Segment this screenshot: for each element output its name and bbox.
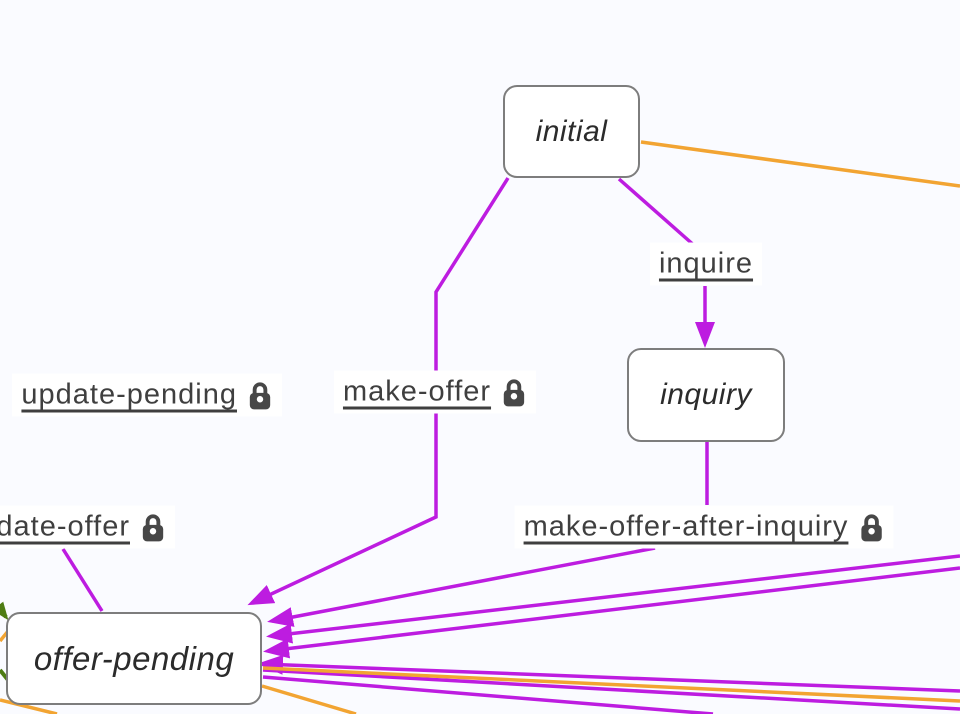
state-name: offer-pending: [33, 639, 235, 677]
lock-icon: [501, 377, 527, 407]
edge-orange-bottom: [261, 684, 357, 714]
lock-icon: [858, 512, 884, 542]
edge-make-offer-after-inquiry-path: [267, 546, 656, 627]
state-name: inquiry: [660, 378, 752, 411]
lock-icon: [140, 512, 166, 542]
transition-label-make-offer[interactable]: make-offer: [333, 370, 537, 414]
transition-name: inquire: [658, 247, 754, 280]
state-node-initial[interactable]: initial: [503, 85, 640, 178]
edge-incoming-right-1: [266, 554, 960, 644]
lock-icon: [247, 380, 273, 410]
edge-incoming-right-3: [257, 654, 960, 693]
edge-outgoing-right-1: [262, 668, 960, 711]
edge-incoming-right-2: [263, 566, 960, 659]
edge-inquire-path-upper: [617, 177, 698, 249]
edge-outgoing-right-2: [262, 675, 714, 714]
transition-name: make-offer-after-inquiry: [523, 510, 849, 543]
transition-name: update-pending: [21, 378, 237, 411]
edge-orange-from-initial: [640, 140, 960, 188]
transition-label-update-pending[interactable]: update-pending: [12, 373, 282, 417]
state-node-offer-pending[interactable]: offer-pending: [6, 612, 262, 705]
state-name: initial: [535, 114, 608, 148]
transition-name: make-offer: [342, 375, 492, 408]
edge-orange-left-corner: [0, 698, 58, 714]
transition-name: update-offer: [0, 510, 130, 543]
state-node-inquiry[interactable]: inquiry: [627, 348, 785, 442]
edge-orange-right: [262, 666, 960, 703]
edge-update-offer-path: [61, 548, 104, 612]
edge-green-left-incoming: [0, 601, 9, 621]
transition-label-inquire[interactable]: inquire: [649, 242, 763, 286]
transition-label-make-offer-after-inquiry[interactable]: make-offer-after-inquiry: [514, 505, 894, 549]
transition-label-update-offer[interactable]: update-offer: [0, 505, 175, 549]
